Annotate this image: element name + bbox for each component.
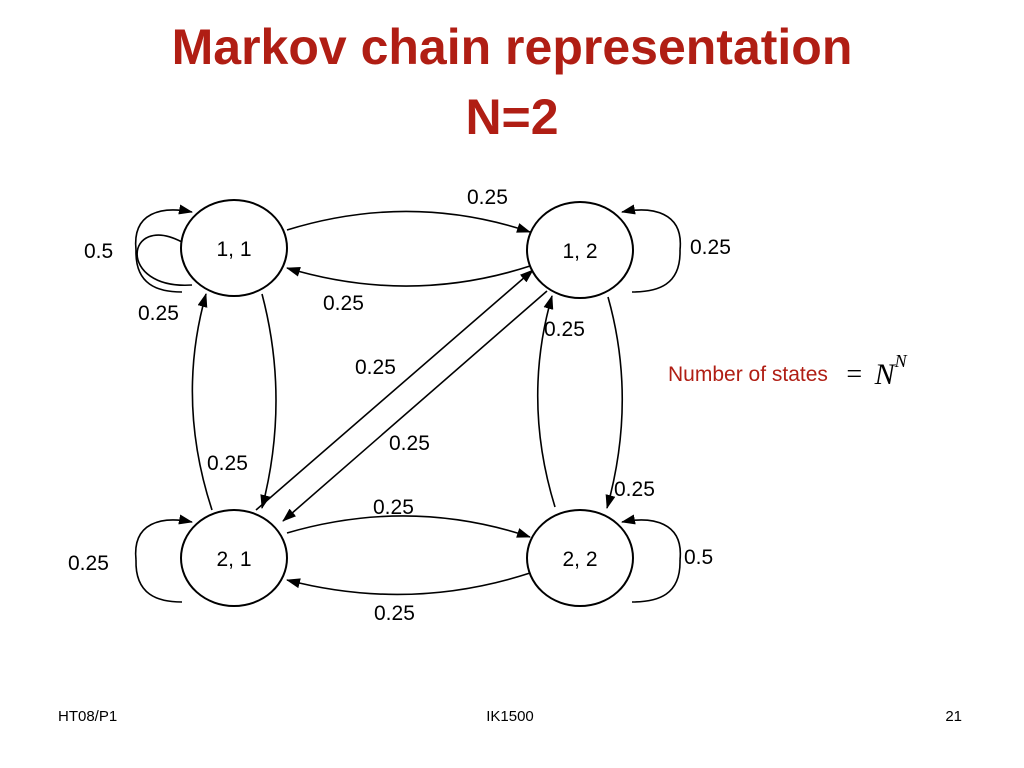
edge-11-to-21 <box>260 293 277 509</box>
edge-loop-21-arrow <box>134 514 193 561</box>
edge-loop-11-tail <box>135 249 183 293</box>
footer-course-code: HT08/P1 <box>58 708 118 725</box>
slide-title: Markov chain representation <box>171 19 853 75</box>
formula-exponent: N <box>894 350 907 371</box>
edge-label: 0.5 <box>684 546 713 569</box>
state-node-12: 1, 2 <box>526 201 634 299</box>
edge-22-to-21 <box>286 572 531 596</box>
edge-21-to-22 <box>286 515 531 538</box>
state-count-formula: Number of states = NN <box>668 351 907 398</box>
edge-label: 0.25 <box>323 292 364 315</box>
edge-loop-11-arrow <box>134 204 193 251</box>
edge-label: 0.25 <box>68 552 109 575</box>
edge-22-to-12 <box>536 295 556 508</box>
edge-label: 0.25 <box>467 186 508 209</box>
edge-21-to-11 <box>191 293 213 511</box>
state-node-11: 1, 1 <box>180 199 288 297</box>
edge-loop-22-tail <box>631 559 681 603</box>
edge-11-to-12 <box>286 210 531 233</box>
state-node-21: 2, 1 <box>180 509 288 607</box>
formula-base: N <box>874 358 895 391</box>
edge-12-to-22 <box>605 296 624 509</box>
edge-12-to-21 <box>282 290 548 522</box>
state-label: 1, 1 <box>216 238 251 261</box>
state-node-22: 2, 2 <box>526 509 634 607</box>
edge-loop-22-arrow <box>621 514 682 561</box>
state-label: 2, 2 <box>562 548 597 571</box>
edge-label: 0.25 <box>614 478 655 501</box>
edge-label: 0.25 <box>544 318 585 341</box>
formula-equals: = <box>846 359 863 390</box>
edge-label: 0.25 <box>690 236 731 259</box>
edge-label: 0.25 <box>355 356 396 379</box>
edge-label: 0.25 <box>373 496 414 519</box>
state-label: 2, 1 <box>216 548 251 571</box>
formula-text: Number of states <box>668 363 828 386</box>
edge-label: 0.25 <box>374 602 415 625</box>
edge-loop-11 <box>136 234 193 286</box>
edge-label: 0.25 <box>138 302 179 325</box>
state-label: 1, 2 <box>562 240 597 263</box>
footer-page-number: 21 <box>945 708 962 725</box>
edge-loop-12-tail <box>631 249 681 293</box>
edge-21-to-12 <box>255 269 534 511</box>
slide-subtitle: N=2 <box>465 89 559 145</box>
edge-12-to-11 <box>286 265 531 287</box>
edge-label: 0.5 <box>84 240 113 263</box>
edge-loop-12-arrow <box>621 204 682 251</box>
footer-course-name: IK1500 <box>486 708 534 725</box>
edge-label: 0.25 <box>389 432 430 455</box>
edge-label: 0.25 <box>207 452 248 475</box>
edge-loop-21-tail <box>135 559 183 603</box>
